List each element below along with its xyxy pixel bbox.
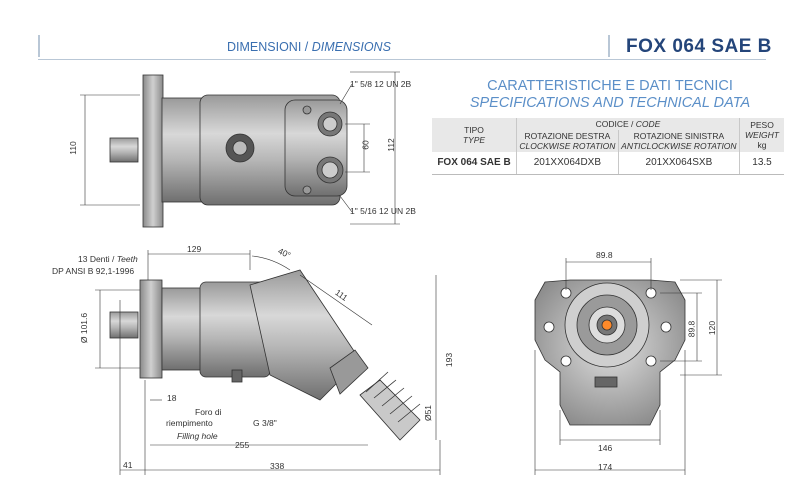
- cell-weight: 13.5: [739, 152, 784, 175]
- label-338: 338: [270, 461, 285, 471]
- label-teeth-std: DP ANSI B 92,1-1996: [52, 266, 135, 276]
- th-weight: PESO WEIGHT kg: [739, 118, 784, 152]
- th-code-it: CODICE /: [595, 119, 634, 129]
- side-dimensions: [95, 250, 441, 475]
- th-ccw-it: ROTAZIONE SINISTRA: [633, 131, 725, 141]
- top-dimensions: [80, 71, 400, 225]
- cell-cw-code: 201XX064DXB: [516, 152, 619, 175]
- label-193: 193: [444, 352, 455, 368]
- label-d51: Ø51: [423, 404, 434, 422]
- label-teeth-en: Teeth: [116, 254, 138, 264]
- label-112: 112: [385, 138, 396, 152]
- front-view: [534, 279, 686, 426]
- th-weight-unit: kg: [757, 140, 767, 150]
- top-view: [109, 74, 348, 228]
- specs-title: CARATTERISTICHE E DATI TECNICI SPECIFICA…: [440, 78, 780, 112]
- th-type-en: TYPE: [462, 135, 486, 145]
- label-110: 110: [67, 141, 78, 155]
- th-cw-it: ROTAZIONE DESTRA: [524, 131, 611, 141]
- th-cw: ROTAZIONE DESTRA CLOCKWISE ROTATION: [516, 130, 619, 152]
- label-255: 255: [235, 440, 250, 450]
- label-thread-top: 1" 5/8 12 UN 2B: [350, 79, 412, 89]
- specs-table: TIPO TYPE CODICE / CODE PESO WEIGHT kg R…: [432, 118, 784, 175]
- label-g38: G 3/8": [253, 418, 277, 428]
- hose: [359, 371, 421, 441]
- th-ccw-en: ANTICLOCKWISE ROTATION: [621, 141, 737, 151]
- header-tick-left: [38, 35, 40, 57]
- label-thread-bottom: 1" 5/16 12 UN 2B: [350, 206, 416, 216]
- label-fill-en-text: Filling hole: [177, 431, 218, 441]
- th-type: TIPO TYPE: [432, 118, 517, 152]
- section-title: DIMENSIONI / DIMENSIONS: [227, 40, 391, 54]
- section-title-en: DIMENSIONS: [311, 40, 391, 54]
- cell-type: FOX 064 SAE B: [432, 152, 517, 175]
- label-89-8-top: 89.8: [596, 250, 613, 260]
- label-fill-it2: riempimento: [166, 418, 213, 428]
- front-dimensions: [534, 258, 722, 475]
- label-18: 18: [167, 393, 177, 403]
- product-title: FOX 064 SAE B: [626, 36, 772, 57]
- label-89-8-side: 89.8: [686, 320, 697, 338]
- label-teeth: 13 Denti / Teeth: [78, 254, 138, 264]
- header-tick-mid: [608, 35, 610, 57]
- section-title-it: DIMENSIONI /: [227, 40, 309, 54]
- cell-ccw-code: 201XX064SXB: [617, 152, 740, 175]
- specs-title-it: CARATTERISTICHE E DATI TECNICI: [487, 78, 733, 94]
- th-weight-it: PESO: [750, 120, 774, 130]
- th-weight-en: WEIGHT: [745, 130, 779, 140]
- th-ccw: ROTAZIONE SINISTRA ANTICLOCKWISE ROTATIO…: [617, 130, 740, 152]
- header-rule: [38, 33, 766, 60]
- label-fill-it1: Foro di: [195, 407, 222, 417]
- side-flange: [139, 279, 163, 379]
- th-code: CODICE / CODE: [516, 118, 740, 130]
- label-120: 120: [707, 320, 718, 336]
- label-fill-en: Filling hole: [177, 431, 218, 441]
- label-174: 174: [598, 462, 613, 472]
- th-type-it: TIPO: [464, 125, 484, 135]
- side-shaft: [109, 311, 139, 339]
- specs-title-en: SPECIFICATIONS AND TECHNICAL DATA: [469, 95, 751, 111]
- top-shaft: [109, 137, 139, 163]
- label-teeth-it: 13 Denti /: [78, 254, 115, 264]
- label-41: 41: [123, 460, 133, 470]
- label-129: 129: [187, 244, 202, 254]
- table-row: FOX 064 SAE B 201XX064DXB 201XX064SXB 13…: [432, 152, 784, 175]
- th-cw-en: CLOCKWISE ROTATION: [519, 141, 616, 151]
- label-60: 60: [360, 140, 371, 150]
- label-101-6: Ø 101.6: [79, 312, 90, 344]
- side-view: [109, 269, 421, 441]
- th-code-en: CODE: [635, 119, 661, 129]
- top-flange: [142, 74, 164, 228]
- label-146: 146: [598, 443, 613, 453]
